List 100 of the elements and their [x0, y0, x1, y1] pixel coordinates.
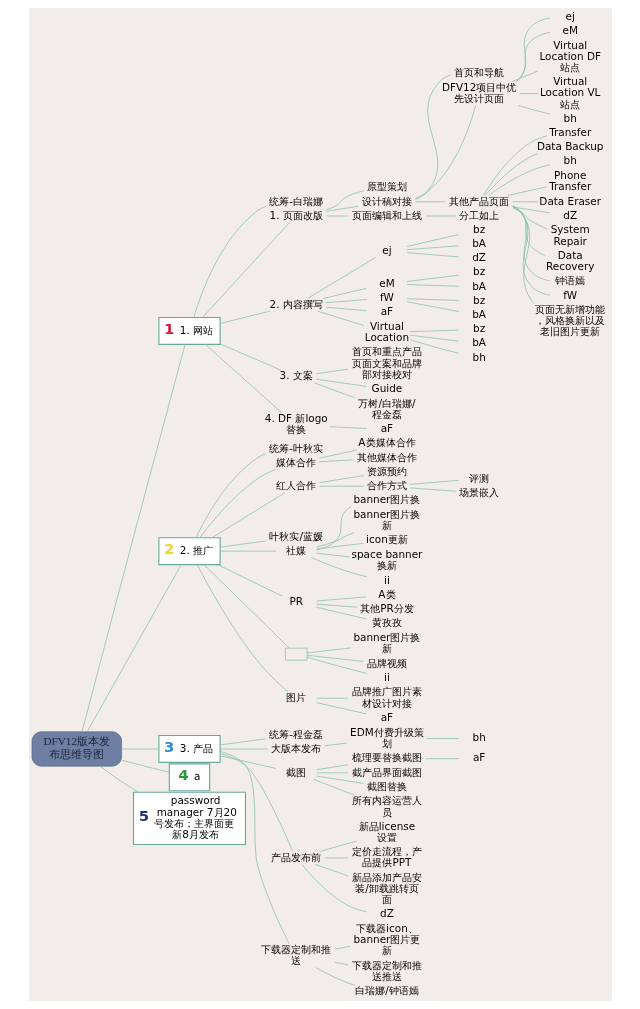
- node-text: 截产品界面截图: [351, 765, 422, 778]
- node-text: 页面编辑和上线: [351, 208, 422, 221]
- node-text: dZ: [471, 251, 486, 264]
- node-text: 统筹-白瑞娜: [268, 194, 323, 207]
- node-text: bh: [563, 111, 577, 124]
- node-text: aF: [380, 711, 393, 724]
- connector: [201, 222, 290, 318]
- node-text: bh: [563, 154, 577, 167]
- connector: [219, 310, 270, 324]
- connector: [315, 368, 348, 375]
- node-text: 万树/白瑞娜/程金磊: [357, 396, 415, 420]
- node-text: ii: [383, 573, 390, 586]
- connector: [315, 603, 357, 608]
- node-text: 合作方式: [366, 478, 407, 491]
- node-text: bA: [471, 279, 486, 292]
- node-text: dZ: [379, 907, 394, 920]
- connector: [515, 31, 550, 82]
- connector: [306, 257, 376, 299]
- node-text: icon更新: [365, 533, 408, 546]
- node-text: Guide: [371, 381, 402, 394]
- node-text: banner图片换新: [352, 507, 420, 531]
- connector: [315, 378, 367, 387]
- connector: [511, 205, 550, 296]
- connector: [86, 564, 181, 733]
- node-text: 页面无新增功能，风格换新以及老旧图片更新: [534, 302, 605, 338]
- node-text: 其他PR分发: [359, 602, 414, 615]
- connector: [512, 207, 548, 230]
- connector: [315, 764, 348, 771]
- connector: [517, 105, 550, 115]
- connector: [204, 344, 282, 414]
- connector: [219, 752, 293, 852]
- connector: [315, 702, 367, 715]
- node-text: bh: [472, 731, 486, 744]
- node-text: bh: [472, 350, 486, 363]
- connector: [325, 190, 364, 211]
- connector: [406, 234, 459, 247]
- node-text: A类: [377, 587, 396, 600]
- node-box: 2 2. 推广: [157, 537, 221, 566]
- node-text: Transfer: [548, 125, 591, 138]
- connector: [211, 492, 285, 539]
- connector: [99, 765, 139, 793]
- connector: [195, 453, 266, 539]
- node-text: EDM付费升级策划: [349, 725, 424, 749]
- node-text: 品牌视频: [366, 656, 407, 669]
- node-text: aF: [472, 751, 485, 764]
- node-text: bA: [471, 237, 486, 250]
- node-text: 场景嵌入: [458, 485, 499, 498]
- connector: [313, 382, 355, 399]
- node-text: 3. 文案: [279, 369, 313, 382]
- connector: [314, 864, 348, 877]
- connector: [318, 475, 364, 483]
- connector: [425, 758, 459, 760]
- connector: [315, 506, 351, 551]
- connector: [406, 298, 459, 301]
- node-text: Data Recovery: [545, 248, 594, 272]
- node-text: 4. DF 新logo替换: [264, 412, 328, 436]
- node-text: 2. 内容撰写: [269, 297, 323, 310]
- connector: [511, 201, 538, 203]
- connector: [315, 697, 348, 699]
- node-text: Data Eraser: [538, 194, 601, 207]
- node-text: 首页和重点产品页面文案和品牌部对接校对: [351, 345, 422, 380]
- connector: [301, 864, 367, 913]
- connector: [328, 426, 367, 429]
- connector: [414, 201, 446, 203]
- node-text: banner图片换新: [352, 630, 420, 655]
- node-text: 统筹-程金磊: [268, 727, 323, 740]
- connector: [409, 480, 459, 485]
- connector: [482, 135, 547, 196]
- connector: [409, 329, 459, 333]
- connector: [325, 306, 367, 312]
- node-text: 下载器定制和推送推送: [351, 958, 422, 982]
- node-text: banner图片换: [352, 493, 420, 506]
- connector: [414, 74, 451, 200]
- connector: [219, 748, 268, 750]
- node-text: 其他媒体合作: [356, 450, 417, 463]
- node-text: bz: [472, 265, 485, 278]
- node-box: DFV12版本发布思维导图: [31, 731, 122, 767]
- connector: [219, 751, 290, 945]
- connector: [318, 449, 357, 459]
- connector: [323, 857, 348, 859]
- node-text: 原型策划: [366, 180, 407, 193]
- connector: [511, 205, 534, 304]
- node-text: 资源预约: [366, 464, 407, 477]
- node-text: 首页和导航: [453, 66, 504, 79]
- connector: [406, 284, 459, 287]
- node-text: aF: [380, 422, 393, 435]
- node-text: 大版本发布: [270, 741, 321, 754]
- connector: [306, 654, 364, 662]
- connector: [315, 552, 350, 558]
- node-text: 新品添加产品安装/卸载跳转页面: [351, 870, 422, 906]
- connector: [315, 967, 355, 986]
- node-text: 黄孜孜: [371, 616, 402, 629]
- connector: [318, 485, 364, 487]
- node-text: 分工如上: [458, 208, 499, 221]
- connector: [511, 70, 538, 82]
- node-text: aF: [380, 305, 393, 318]
- connector: [334, 962, 348, 966]
- node-text: 图片: [285, 690, 306, 703]
- connector: [310, 557, 367, 578]
- connector: [518, 93, 539, 94]
